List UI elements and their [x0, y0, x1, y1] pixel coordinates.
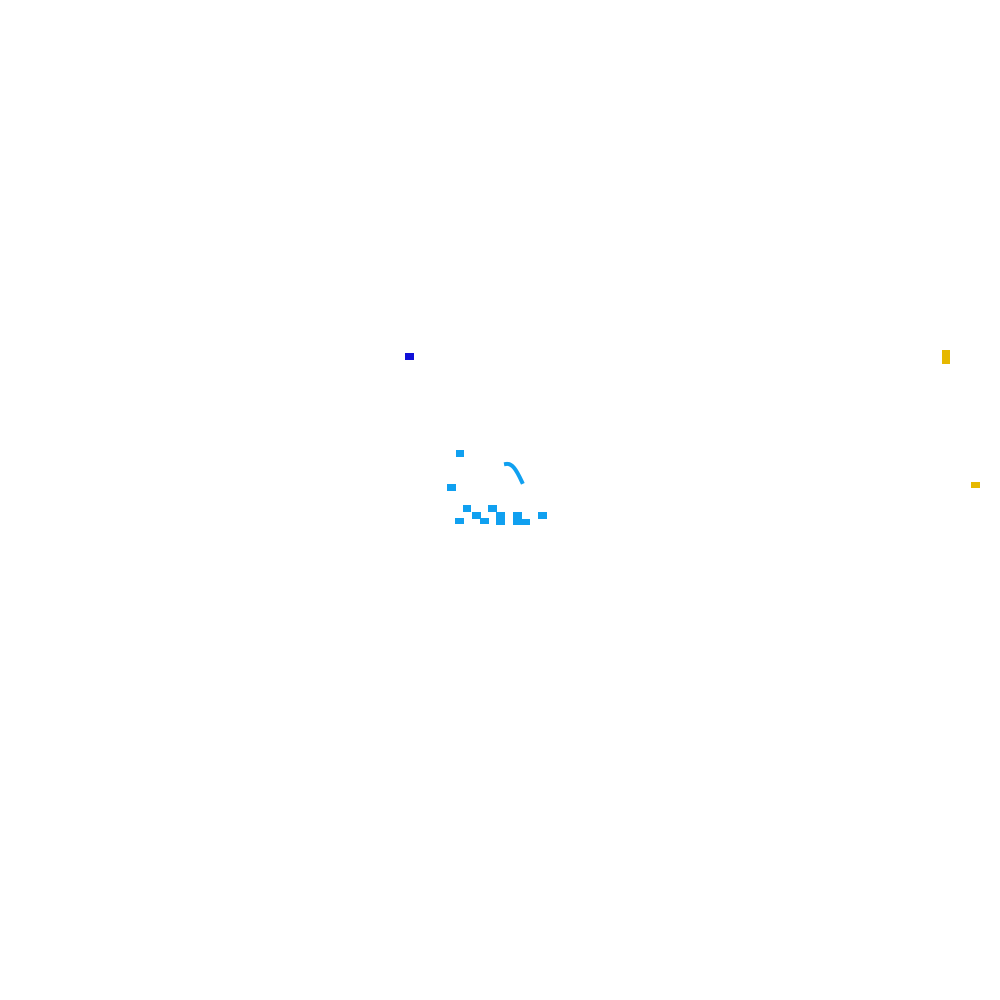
sky-pixel: [463, 505, 471, 512]
sky-pixel: [521, 519, 530, 525]
gold-marker-bottom: [971, 482, 980, 488]
blue-marker: [405, 353, 414, 360]
sky-pixel: [488, 505, 497, 512]
sky-pixel: [472, 512, 481, 519]
sky-curve-stroke: [503, 461, 525, 485]
sky-pixel: [455, 518, 464, 524]
gold-marker-top: [942, 350, 950, 364]
sky-pixel: [456, 450, 464, 457]
sky-pixel: [538, 512, 547, 519]
sky-pixel: [447, 484, 456, 491]
sky-pixel: [513, 512, 522, 525]
sky-pixel: [480, 518, 489, 524]
sky-pixel: [496, 512, 505, 525]
